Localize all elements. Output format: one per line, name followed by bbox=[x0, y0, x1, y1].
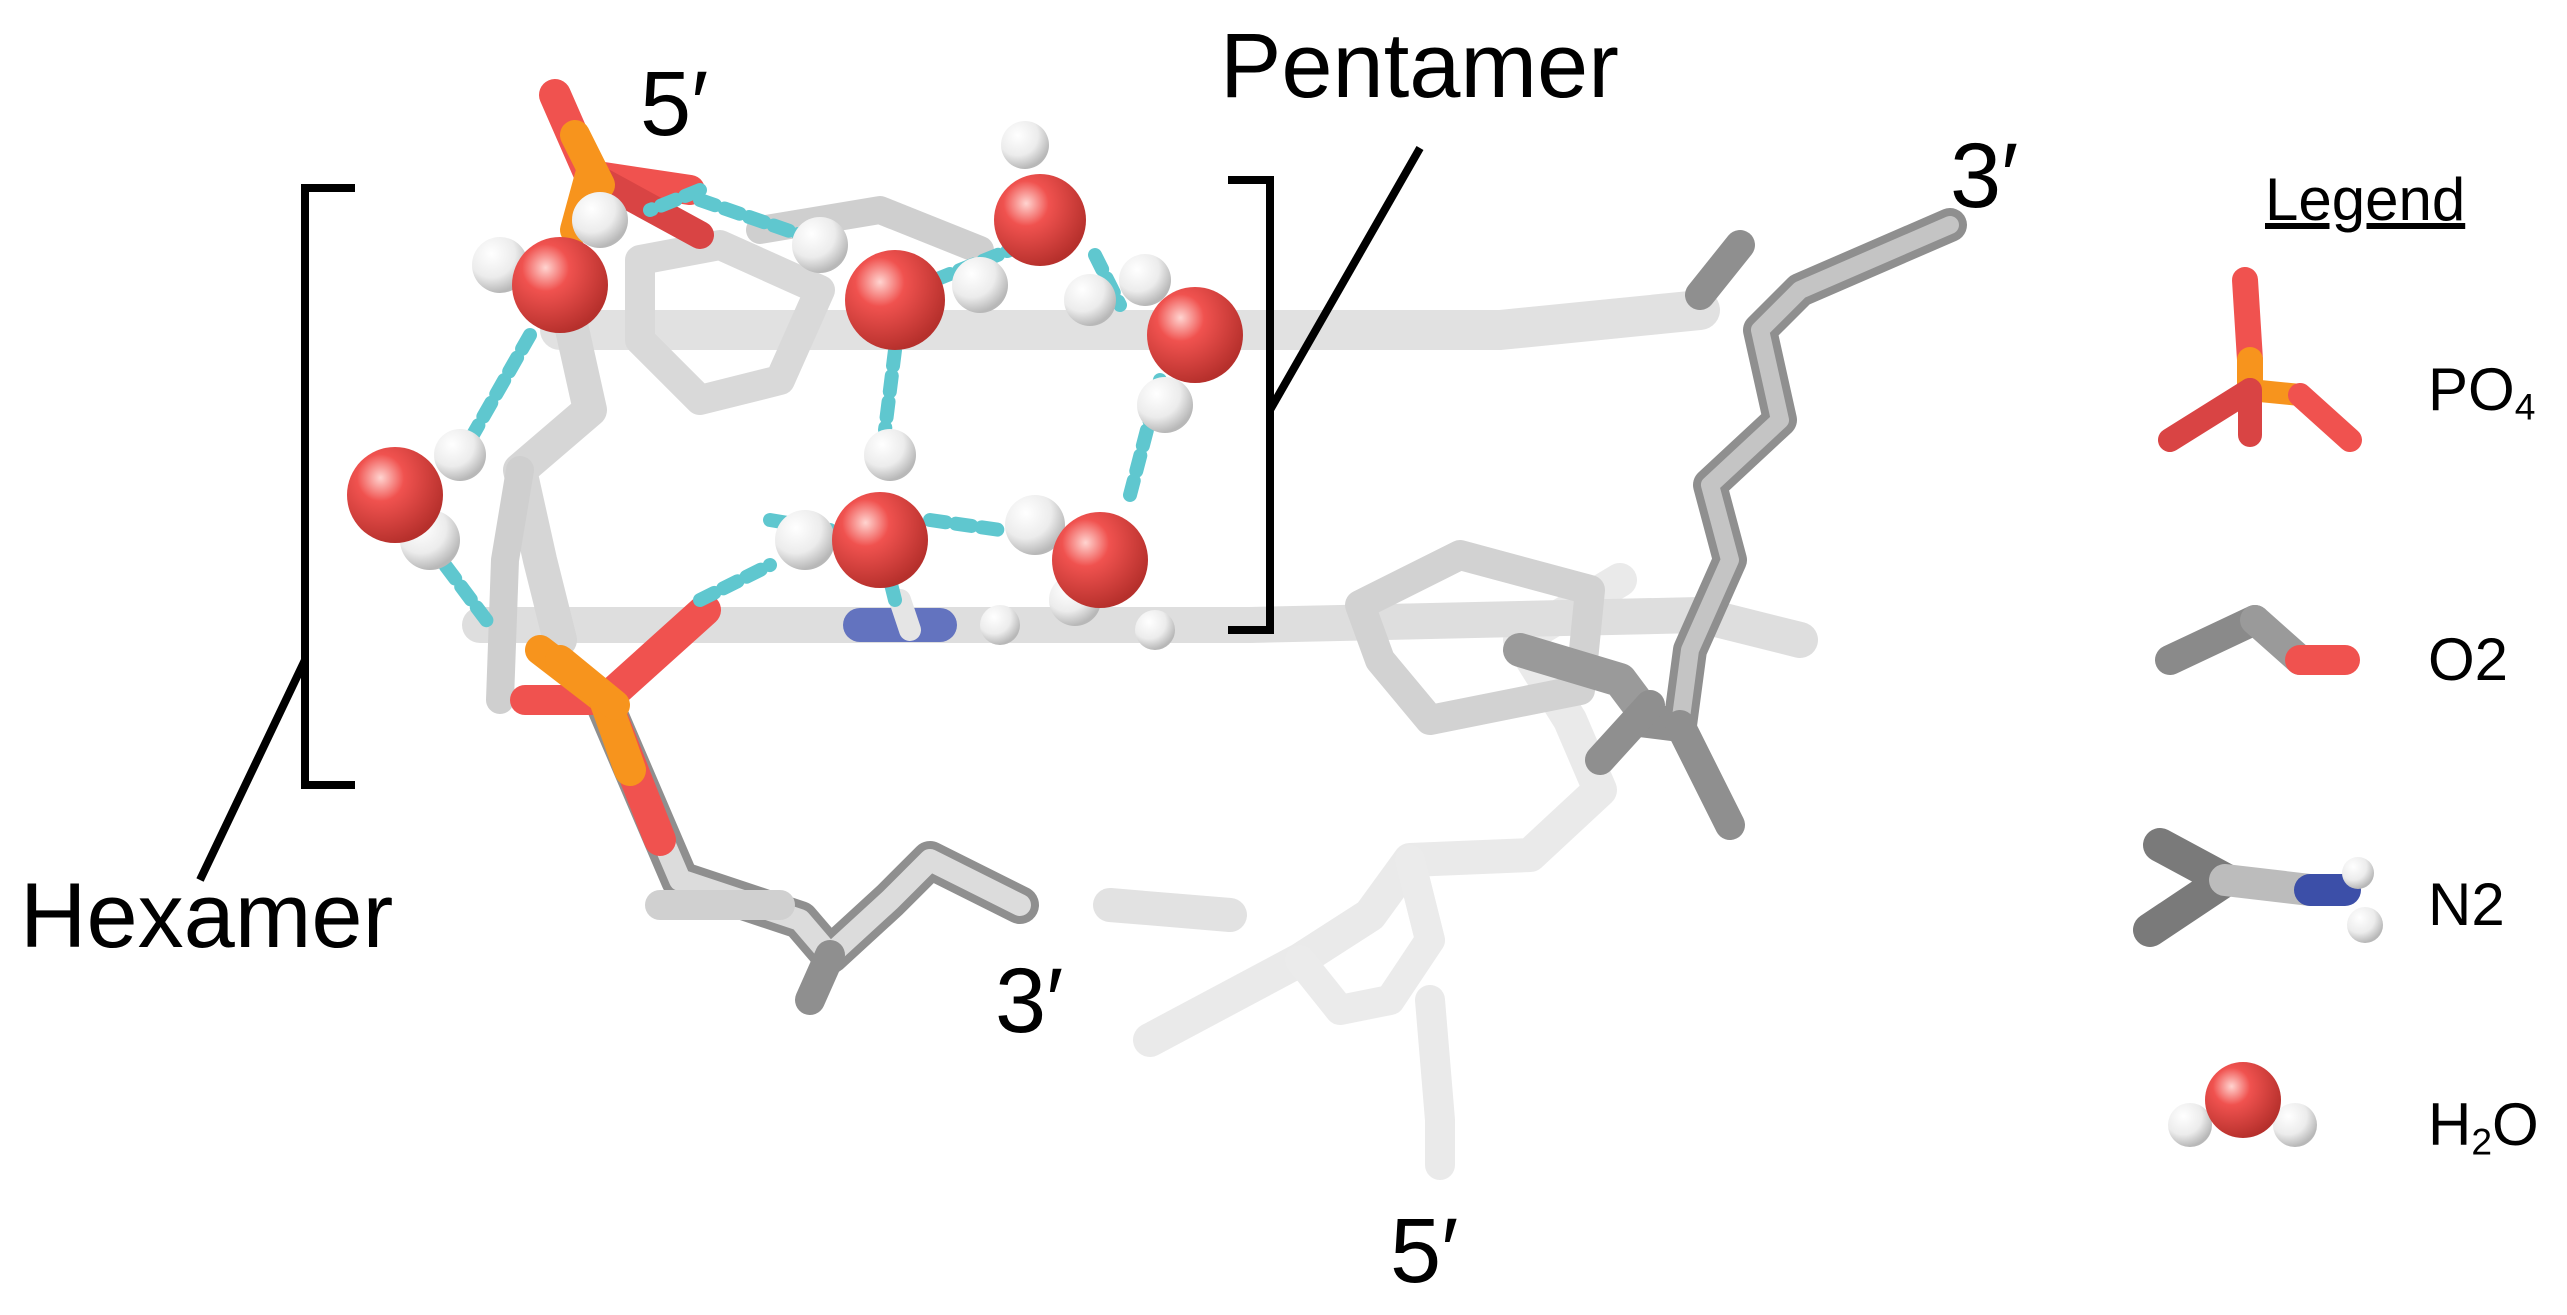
legend-item-main: N2 bbox=[2428, 871, 2505, 938]
amine-n2-group bbox=[843, 589, 957, 642]
legend-item-po4: PO4 bbox=[2428, 360, 2535, 426]
legend-item-main: PO bbox=[2428, 356, 2515, 423]
legend-item-o2: O2 bbox=[2428, 630, 2508, 696]
legend-item-after: O bbox=[2492, 1091, 2539, 1158]
left-backbone bbox=[486, 303, 607, 714]
phosphate-icon bbox=[2158, 267, 2362, 452]
water-cluster bbox=[347, 121, 1243, 650]
three-prime-bottom-label: 3′ bbox=[995, 950, 1064, 1052]
three-prime-right-label: 3′ bbox=[1950, 125, 2019, 227]
pentamer-bracket bbox=[1228, 146, 1424, 634]
hexamer-label: Hexamer bbox=[20, 865, 394, 967]
five-prime-bottom-label: 5′ bbox=[1390, 1200, 1459, 1302]
amine-n2-icon bbox=[2133, 828, 2383, 947]
legend-item-main: O2 bbox=[2428, 626, 2509, 693]
legend-item-main: H bbox=[2428, 1091, 2472, 1158]
legend-item-sub: 4 bbox=[2514, 385, 2536, 428]
phosphate-bottom bbox=[510, 594, 721, 856]
lower-backbone bbox=[586, 686, 1247, 1015]
carbonyl-o2-icon bbox=[2155, 605, 2360, 675]
legend-item-h2o: H2O bbox=[2428, 1095, 2539, 1161]
hexamer-bracket bbox=[196, 184, 355, 882]
legend-item-sub: 2 bbox=[2471, 1120, 2493, 1163]
five-prime-top-label: 5′ bbox=[640, 53, 709, 155]
base-stack-upper bbox=[540, 196, 1720, 415]
legend-title: Legend bbox=[2265, 166, 2466, 233]
water-icon bbox=[2168, 1062, 2317, 1147]
legend-item-n2: N2 bbox=[2428, 875, 2505, 941]
pentamer-label: Pentamer bbox=[1220, 15, 1619, 117]
right-backbone bbox=[1585, 208, 1967, 840]
